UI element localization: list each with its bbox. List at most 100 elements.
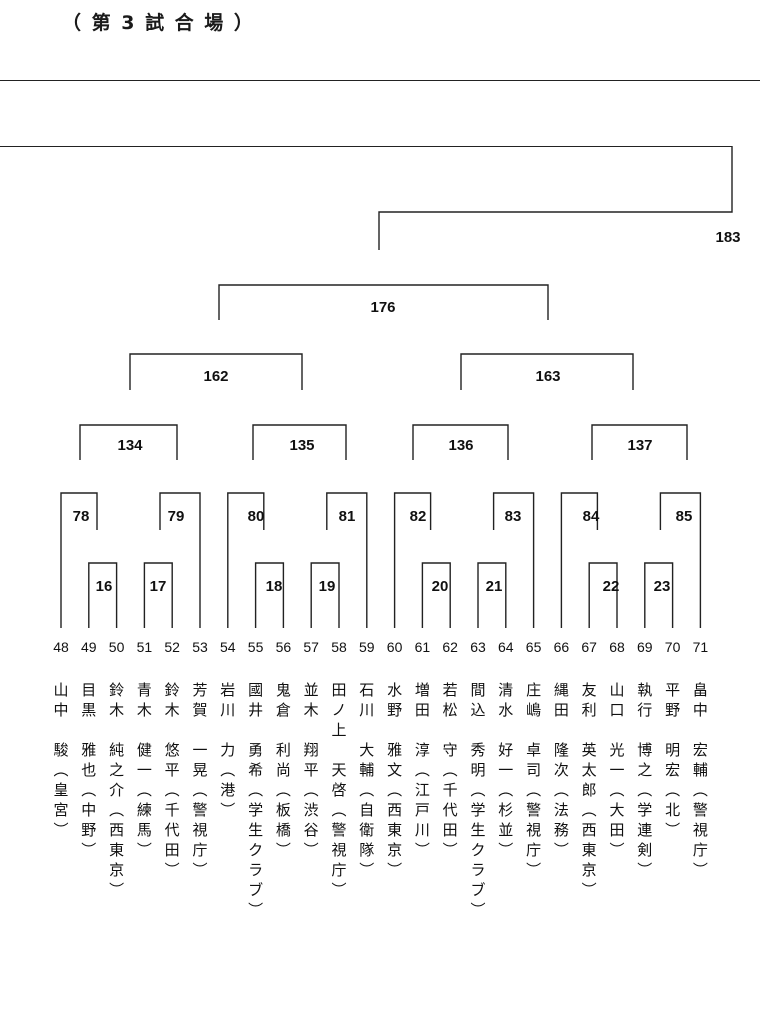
seed-number: 63 xyxy=(470,639,486,655)
seed-number: 51 xyxy=(136,639,153,655)
bracket-line-final xyxy=(378,146,733,250)
bracket-line-prelim-l-0 xyxy=(88,562,118,628)
bracket-line-quarter-2 xyxy=(460,353,634,390)
seed-number: 59 xyxy=(359,639,375,655)
seed-number: 65 xyxy=(525,639,542,655)
seed-number: 60 xyxy=(386,639,403,655)
bracket-line-r3-4 xyxy=(591,424,688,460)
match-number-label: 84 xyxy=(582,508,600,525)
bracket-line-pod-r-2 xyxy=(492,492,535,628)
entrant-column: 若松守︵千代田︶若松 守 千代田 xyxy=(442,681,458,859)
seed-number: 62 xyxy=(442,639,458,655)
match-number-label: 78 xyxy=(72,508,90,525)
match-number-label: 82 xyxy=(409,508,427,525)
bracket-line-pod-r-0 xyxy=(159,492,201,628)
match-number-label: 136 xyxy=(448,437,474,454)
entrant-column: 岩川力︵港︶岩川 力 港 xyxy=(220,681,236,819)
match-number-label: 176 xyxy=(370,299,396,316)
seed-number: 52 xyxy=(164,639,180,655)
seed-number: 55 xyxy=(247,639,264,655)
seed-number: 58 xyxy=(331,639,347,655)
bracket-line-pod-l-2 xyxy=(393,492,432,628)
match-number-label: 80 xyxy=(247,508,265,525)
seed-number: 68 xyxy=(609,639,625,655)
seed-number: 49 xyxy=(81,639,97,655)
seed-number: 53 xyxy=(192,639,208,655)
bracket-line-prelim-r-0 xyxy=(143,562,173,628)
seed-number: 50 xyxy=(108,639,125,655)
bracket-line-pod-l-0 xyxy=(60,492,98,628)
bracket-line-pod-l-3 xyxy=(560,492,599,628)
bracket-line-pod-r-1 xyxy=(326,492,368,628)
bracket-line-r3-1 xyxy=(79,424,178,460)
seed-number: 67 xyxy=(581,639,597,655)
match-number-label: 79 xyxy=(167,508,185,525)
bracket-line-semifinal xyxy=(218,284,549,320)
match-number-label: 20 xyxy=(431,578,449,595)
seed-number: 69 xyxy=(637,639,653,655)
seed-number: 56 xyxy=(275,639,292,655)
seed-number: 57 xyxy=(303,639,319,655)
seed-number: 64 xyxy=(498,639,514,655)
match-number-label: 21 xyxy=(485,578,503,595)
match-number-label: 85 xyxy=(675,508,693,525)
bracket-line-prelim-r-2 xyxy=(477,562,507,628)
page-rule-top xyxy=(0,80,760,81)
match-number-label: 83 xyxy=(504,508,522,525)
bracket-line-prelim-r-3 xyxy=(644,562,674,628)
match-number-label: 163 xyxy=(535,368,561,385)
match-number-label: 183 xyxy=(715,229,741,246)
match-number-label: 16 xyxy=(95,578,113,595)
match-number-label: 18 xyxy=(265,578,283,595)
match-number-label: 81 xyxy=(338,508,356,525)
bracket-line-prelim-l-2 xyxy=(421,562,451,628)
page-rule-bracket-top xyxy=(0,146,732,147)
seed-number: 70 xyxy=(664,639,681,655)
seed-number: 61 xyxy=(414,639,431,655)
entrant-column: 山中駿︵皇宮︶山中 駿 皇宮 xyxy=(53,681,69,839)
bracket-line-prelim-l-3 xyxy=(588,562,618,628)
seed-number: 54 xyxy=(220,639,236,655)
venue-heading: （ 第 3 試 合 場 ） xyxy=(62,12,255,34)
bracket-line-pod-r-3 xyxy=(659,492,702,628)
match-number-label: 19 xyxy=(318,578,336,595)
match-number-label: 137 xyxy=(627,437,653,454)
bracket-line-pod-l-1 xyxy=(227,492,265,628)
match-number-label: 134 xyxy=(117,437,143,454)
seed-number: 66 xyxy=(553,639,570,655)
bracket-line-r3-2 xyxy=(252,424,347,460)
seed-number: 71 xyxy=(692,639,709,655)
bracket-line-r3-3 xyxy=(412,424,509,460)
bracket-line-prelim-l-1 xyxy=(254,562,285,628)
match-number-label: 22 xyxy=(602,578,620,595)
match-number-label: 135 xyxy=(289,437,315,454)
match-number-label: 162 xyxy=(203,368,229,385)
bracket-line-quarter-1 xyxy=(129,353,303,390)
match-number-label: 23 xyxy=(653,578,671,595)
entrant-column: 増田淳︵江戸川︶増田 淳 江戸川 xyxy=(414,681,430,859)
bracket-line-prelim-r-1 xyxy=(310,562,340,628)
match-number-label: 17 xyxy=(149,578,167,595)
seed-number: 48 xyxy=(53,639,69,655)
